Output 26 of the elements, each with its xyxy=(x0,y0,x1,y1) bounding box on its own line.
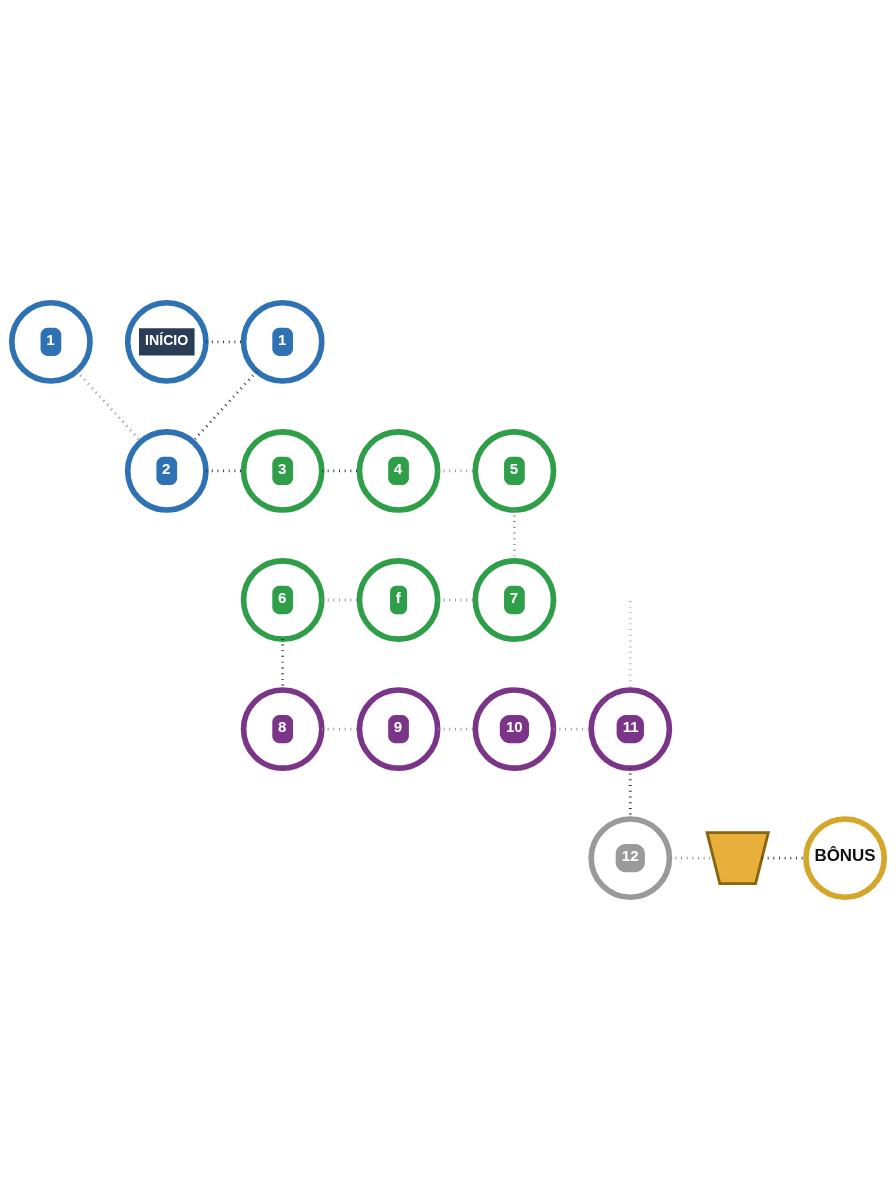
connector xyxy=(75,370,142,443)
node-circle: INÍCIO xyxy=(124,299,209,384)
node-circle: 1 xyxy=(9,299,93,384)
node-circle: 8 xyxy=(240,687,325,771)
node-circle: 3 xyxy=(240,429,325,513)
connector xyxy=(322,727,360,731)
connector xyxy=(322,598,360,602)
connector xyxy=(191,370,258,443)
node-picture xyxy=(705,831,771,885)
node-circle: 6 xyxy=(240,558,325,642)
connector xyxy=(553,727,592,731)
connector xyxy=(206,340,244,344)
node-circle: 12 xyxy=(588,816,673,901)
node-circle: 4 xyxy=(356,429,441,513)
node-circle: 7 xyxy=(472,558,557,642)
node-circle: 2 xyxy=(124,429,209,513)
connector xyxy=(762,856,806,860)
node-circle: 5 xyxy=(472,429,557,513)
node-circle: BÔNUS xyxy=(803,816,887,901)
node-circle: f xyxy=(356,558,441,642)
node-circle: 1 xyxy=(240,299,325,384)
connector xyxy=(206,469,244,473)
node-circle: 10 xyxy=(472,687,557,771)
connector xyxy=(322,469,360,473)
node-circle: 9 xyxy=(356,687,441,771)
node-circle: 11 xyxy=(588,687,673,771)
